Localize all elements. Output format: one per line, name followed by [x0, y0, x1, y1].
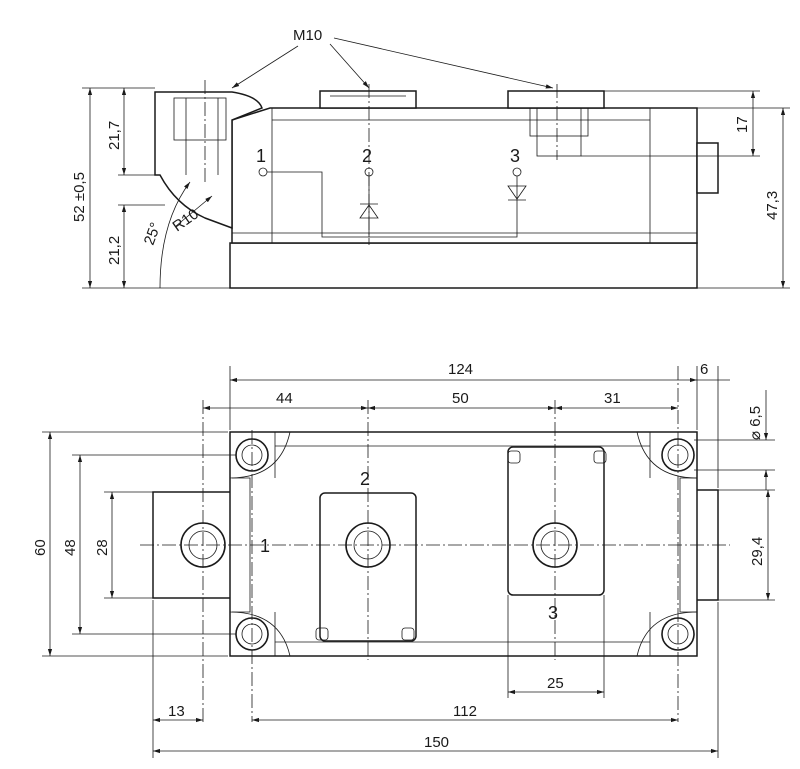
side-terminal-2-label: 2	[362, 146, 372, 166]
top-terminal-2-label: 2	[360, 469, 370, 489]
dim-pad-width: 25	[547, 675, 564, 692]
housing-body	[231, 107, 698, 244]
right-terminal	[696, 142, 719, 194]
dim-right-offset: 6	[700, 361, 708, 378]
top-view: 2 1 3 124 6 44 50 31 ⌀ 6,5 29	[32, 361, 775, 758]
dim-top-height: 21,7	[106, 121, 123, 150]
stud-2	[319, 90, 417, 109]
dim-angle: 25°	[141, 220, 165, 247]
top-terminal-1-label: 1	[260, 536, 270, 556]
stud-3	[507, 90, 605, 109]
module-body	[229, 431, 698, 657]
top-terminal-3-label: 3	[548, 603, 558, 623]
dim-width-outer: 60	[32, 539, 49, 556]
dim-overall-height: 52 ±0,5	[71, 172, 88, 222]
side-terminal-1-label: 1	[256, 146, 266, 166]
dim-tab-width: 28	[94, 539, 111, 556]
dim-tab-offset: 13	[168, 703, 185, 720]
dim-hole-diameter: ⌀ 6,5	[747, 406, 764, 440]
dim-total-length: 150	[424, 734, 449, 751]
terminal-3-pad	[507, 446, 605, 596]
base-plate	[229, 242, 698, 289]
dim-body-height: 47,3	[764, 191, 781, 220]
dim-seg-3: 31	[604, 390, 621, 407]
side-terminal-3-label: 3	[510, 146, 520, 166]
side-view: 1 2 3 M10 52 ±0,5 21,7 21,2 25° R10	[71, 27, 790, 289]
dim-bottom-height: 21,2	[106, 236, 123, 265]
thread-label: M10	[293, 27, 322, 44]
dim-seg-1: 44	[276, 390, 293, 407]
dim-seg-2: 50	[452, 390, 469, 407]
dim-width-holes: 48	[62, 539, 79, 556]
dim-stud-height: 17	[734, 116, 751, 133]
dim-hole-spacing: 112	[453, 703, 477, 720]
dim-mount-span: 124	[448, 361, 473, 378]
dim-right-width: 29,4	[749, 537, 766, 566]
